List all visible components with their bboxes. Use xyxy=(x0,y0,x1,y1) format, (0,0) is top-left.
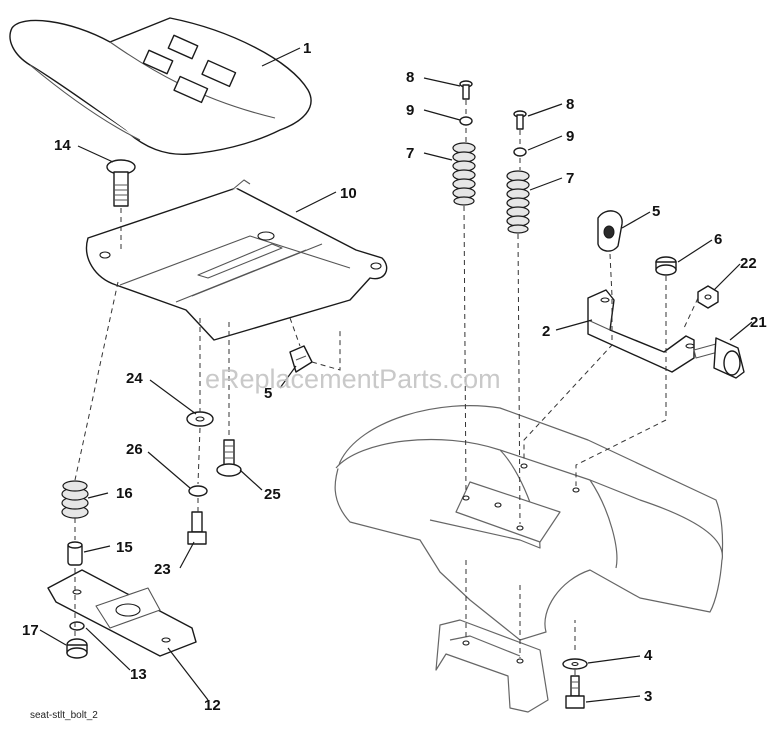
seat-plate-part[interactable] xyxy=(85,179,388,341)
washer-left-part[interactable] xyxy=(459,116,473,126)
carriage-bolt-part[interactable] xyxy=(106,159,136,207)
lower-bracket-part[interactable] xyxy=(47,569,197,657)
callout-7-right: 7 xyxy=(566,170,574,187)
callout-1: 1 xyxy=(303,40,311,57)
small-washer-part[interactable] xyxy=(69,621,85,631)
callout-13: 13 xyxy=(130,666,147,683)
callout-6: 6 xyxy=(714,231,722,248)
callout-7-left: 7 xyxy=(406,145,414,162)
lock-washer-part[interactable] xyxy=(188,485,208,497)
screw-right-part[interactable] xyxy=(513,110,527,130)
callout-15: 15 xyxy=(116,539,133,556)
callout-labels: 1 14 10 5 24 26 25 16 15 23 17 13 12 8 9… xyxy=(22,40,767,714)
callout-25: 25 xyxy=(264,486,281,503)
leader-lines xyxy=(39,47,753,703)
diagram-caption: seat-stlt_bolt_2 xyxy=(30,710,98,721)
hex-nut-part[interactable] xyxy=(66,638,88,659)
callout-5-lower: 5 xyxy=(264,385,272,402)
watermark-text: eReplacementParts.com xyxy=(205,364,501,394)
callout-9-right: 9 xyxy=(566,128,574,145)
callout-12: 12 xyxy=(204,697,221,714)
callout-23: 23 xyxy=(154,561,171,578)
callout-10: 10 xyxy=(340,185,357,202)
shoulder-bolt-part[interactable] xyxy=(216,439,242,477)
assembly-lines xyxy=(74,100,699,676)
callout-2: 2 xyxy=(542,323,550,340)
callout-16: 16 xyxy=(116,485,133,502)
callout-17: 17 xyxy=(22,622,39,639)
callout-8-right: 8 xyxy=(566,96,574,113)
callout-8-left: 8 xyxy=(406,69,414,86)
frame-washer-part[interactable] xyxy=(562,658,588,670)
flat-washer-part[interactable] xyxy=(186,411,214,427)
callout-26: 26 xyxy=(126,441,143,458)
callout-9-left: 9 xyxy=(406,102,414,119)
frame-bolt-part[interactable] xyxy=(565,675,585,709)
grommet-part[interactable] xyxy=(655,256,677,276)
coil-spring-upper-right-part[interactable] xyxy=(506,170,530,234)
seat-switch-part[interactable] xyxy=(597,210,623,252)
adjustment-knob-part[interactable] xyxy=(693,337,745,379)
coil-spring-left-part[interactable] xyxy=(61,480,89,519)
tractor-frame xyxy=(334,405,724,713)
seat-part[interactable] xyxy=(9,17,312,155)
callout-22: 22 xyxy=(740,255,757,272)
flange-nut-part[interactable] xyxy=(697,285,719,309)
callout-24: 24 xyxy=(126,370,143,387)
callout-3: 3 xyxy=(644,688,652,705)
spacer-part[interactable] xyxy=(67,541,83,566)
washer-right-part[interactable] xyxy=(513,147,527,157)
mount-bracket-part[interactable] xyxy=(587,289,695,373)
callout-14: 14 xyxy=(54,137,71,154)
callout-4: 4 xyxy=(644,647,653,664)
callout-21: 21 xyxy=(750,314,767,331)
screw-left-part[interactable] xyxy=(459,80,473,100)
callout-5-upper: 5 xyxy=(652,203,660,220)
hex-bolt-part[interactable] xyxy=(187,511,207,545)
coil-spring-upper-left-part[interactable] xyxy=(452,142,476,206)
